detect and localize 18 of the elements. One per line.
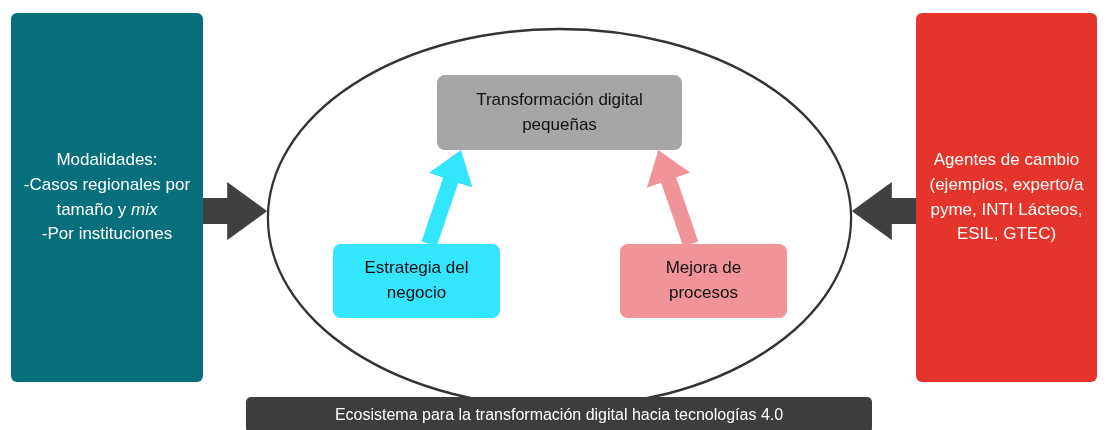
node-text: -Casos regionales por tamaño y mix [22,173,192,221]
node-text: Estrategia del negocio [363,257,470,304]
agents-box [916,13,1097,382]
block-arrow [421,150,473,247]
block-arrow [851,182,916,241]
node-text: -Por instituciones [41,223,173,246]
node-text: Modalidades: [56,149,158,172]
node-text: Ecosistema para la transformación digital hacia tecnologías 4.0 [334,405,784,426]
block-arrow [646,150,699,247]
node-text: Transformación digital pequeñas [475,88,644,136]
modalities-box [11,13,203,382]
node-text: Mejora de procesos [664,257,743,304]
process-box [333,244,500,318]
caption-bar [246,397,872,430]
block-arrow [203,182,268,241]
process-box [620,244,787,318]
process-box [437,75,682,150]
node-text: Agentes de cambio (ejemplos, experto/a pyme, INTI Lácteos, ESIL, GTEC) [928,149,1085,246]
